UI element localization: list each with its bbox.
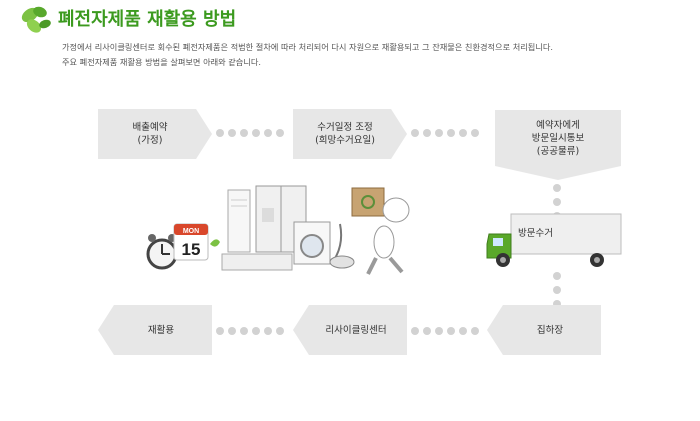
step-recycling-center: 리사이클링센터: [293, 305, 407, 355]
connector-dots: [411, 129, 479, 139]
step-notify: 예약자에게 방문일시통보 (공공물류): [495, 110, 621, 180]
connector-dots: [411, 327, 479, 337]
mascot-icon: [366, 197, 410, 275]
step-recycle-label: 재활용: [147, 324, 175, 336]
calendar-day: 15: [182, 240, 201, 259]
calendar-month: MON: [183, 228, 199, 235]
connector-dots: [553, 272, 561, 308]
washing-machine-icon: [293, 221, 331, 265]
description-line-2: 주요 폐전자제품 재활용 방법을 살펴보면 아래와 같습니다.: [62, 57, 261, 67]
step-recycling-center-label: 리사이클링센터: [325, 324, 387, 336]
connector-dots: [216, 327, 284, 337]
recycle-box-icon: [351, 187, 385, 217]
step-reservation-label: 배출예약 (가정): [132, 122, 168, 146]
air-conditioner-icon: [221, 189, 293, 271]
alarm-clock-icon: [146, 234, 178, 270]
appliances-illustration: MON 15: [146, 185, 410, 275]
description-line-1: 가정에서 리사이클링센터로 회수된 폐전자제품은 적법한 절차에 따라 처리되어…: [62, 42, 553, 52]
step-reservation: 배출예약 (가정): [98, 109, 212, 159]
refrigerator-icon: [255, 185, 307, 253]
vacuum-icon: [329, 223, 355, 269]
step-notify-label: 예약자에게 방문일시통보 (공공물류): [531, 119, 585, 157]
calendar-icon: MON 15: [173, 223, 220, 261]
step-pickup-label: 방문수거: [518, 228, 553, 239]
step-schedule-label: 수거일정 조정 (희망수거요일): [315, 122, 375, 146]
connector-dots: [216, 129, 284, 139]
step-collection-site: 집하장: [487, 305, 601, 355]
step-collection-site-label: 집하장: [536, 324, 564, 336]
page-title: 폐전자제품 재활용 방법: [58, 9, 237, 30]
step-schedule: 수거일정 조정 (희망수거요일): [293, 109, 407, 159]
step-recycle: 재활용: [98, 305, 212, 355]
leaf-icon: [21, 6, 51, 33]
truck-icon: [486, 213, 622, 267]
description: 가정에서 리사이클링센터로 회수된 폐전자제품은 적법한 절차에 따라 처리되어…: [62, 40, 682, 70]
